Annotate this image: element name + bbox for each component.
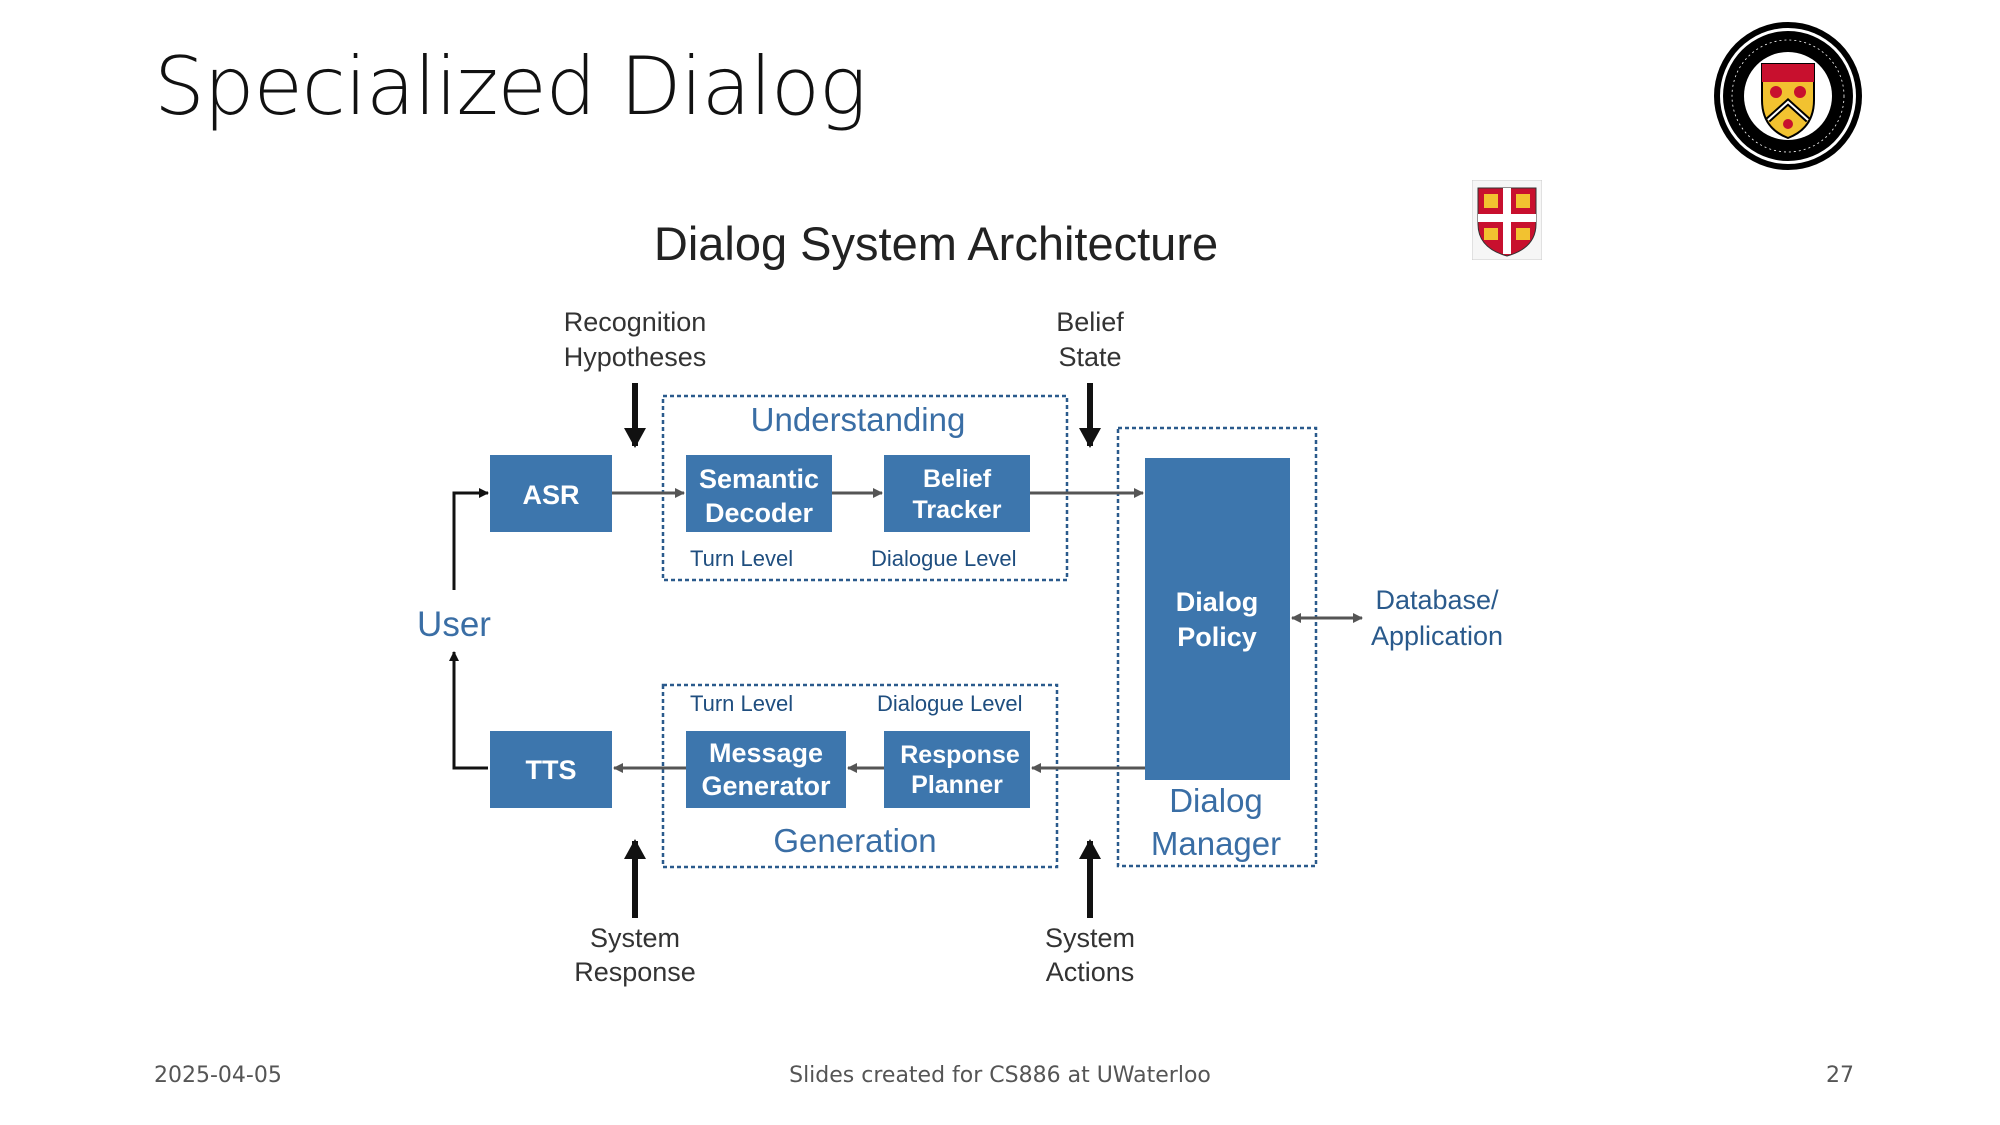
- university-seal-logo: [1714, 22, 1862, 170]
- response-planner-box: [884, 731, 1030, 808]
- asr-label: ASR: [522, 480, 579, 510]
- generation-turn-level: Turn Level: [690, 691, 793, 716]
- tts-label: TTS: [526, 755, 577, 785]
- user-to-asr-arrow: [452, 488, 489, 590]
- database-label-2: Application: [1371, 621, 1503, 651]
- belief-tracker-label-2: Tracker: [913, 496, 1002, 524]
- tts-to-user-arrow: [449, 651, 488, 770]
- page-number: 27: [1826, 1063, 1854, 1088]
- asr-box: [490, 455, 612, 532]
- system-actions-label-2: Actions: [1046, 957, 1135, 987]
- recognition-label-1: Recognition: [564, 307, 707, 337]
- user-label: User: [417, 605, 491, 644]
- dialog-policy-label-2: Policy: [1177, 622, 1257, 652]
- response-planner-label-1: Response: [900, 741, 1020, 769]
- dialog-policy-box: [1145, 458, 1290, 780]
- semantic-decoder-label-2: Decoder: [705, 498, 814, 528]
- understanding-dialogue-level: Dialogue Level: [871, 546, 1017, 571]
- dialog-manager-label-1: Dialog: [1169, 782, 1263, 819]
- slide-title: Specialized Dialog: [154, 40, 867, 133]
- system-response-label-1: System: [590, 923, 680, 953]
- generation-label: Generation: [773, 822, 936, 859]
- message-generator-box: [686, 731, 846, 808]
- recognition-label-2: Hypotheses: [564, 342, 707, 372]
- footer-date: 2025-04-05: [154, 1063, 282, 1088]
- response-planner-label-2: Planner: [911, 771, 1003, 799]
- semantic-decoder-label-1: Semantic: [699, 464, 819, 494]
- generation-group: [661, 683, 1059, 869]
- dialog-manager-group: [1116, 426, 1318, 868]
- database-label-1: Database/: [1375, 585, 1499, 615]
- belief-state-label-1: Belief: [1056, 307, 1124, 337]
- understanding-label: Understanding: [751, 401, 966, 438]
- understanding-turn-level: Turn Level: [690, 546, 793, 571]
- message-generator-label-2: Generator: [701, 771, 831, 801]
- tts-box: [490, 731, 612, 808]
- dialog-policy-label-1: Dialog: [1176, 587, 1259, 617]
- message-generator-label-1: Message: [709, 738, 823, 768]
- belief-state-label-2: State: [1058, 342, 1121, 372]
- system-response-label-2: Response: [574, 957, 696, 987]
- dialog-manager-label-2: Manager: [1151, 825, 1281, 862]
- belief-tracker-label-1: Belief: [923, 465, 992, 493]
- cambridge-crest-logo: [1472, 180, 1542, 260]
- generation-dialogue-level: Dialogue Level: [877, 691, 1023, 716]
- semantic-decoder-box: [686, 455, 832, 532]
- belief-tracker-box: [884, 455, 1030, 532]
- footer-credit: Slides created for CS886 at UWaterloo: [789, 1063, 1211, 1088]
- system-actions-label-1: System: [1045, 923, 1135, 953]
- diagram-title: Dialog System Architecture: [654, 217, 1218, 270]
